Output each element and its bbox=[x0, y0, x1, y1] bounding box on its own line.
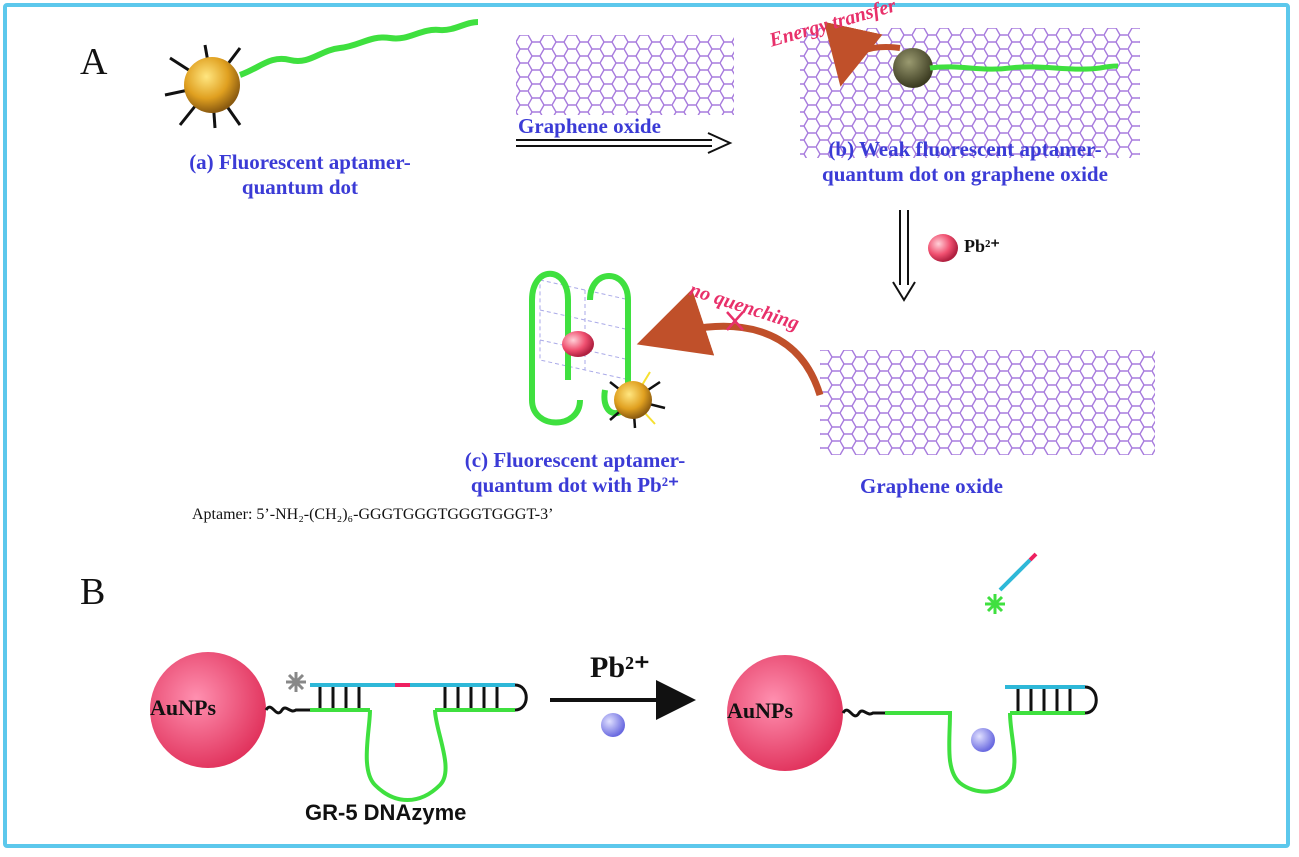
step-c-line-1: (c) Fluorescent aptamer- bbox=[464, 448, 686, 472]
aunp-right bbox=[727, 655, 843, 771]
reaction-arrow-down bbox=[892, 210, 916, 302]
dnazyme-substrate bbox=[310, 683, 528, 802]
aptamer-strand-a bbox=[238, 19, 479, 78]
step-a-line-1: (a) Fluorescent aptamer- bbox=[189, 150, 411, 174]
step-b-line-1: (b) Weak fluorescent aptamer- bbox=[828, 137, 1102, 161]
aunp-right-label: AuNPs bbox=[727, 698, 794, 723]
no-quenching-arrow bbox=[636, 289, 824, 397]
graphene-label-top: Graphene oxide bbox=[518, 114, 661, 138]
pb-ion-label-a: Pb²⁺ bbox=[964, 236, 1000, 256]
step-b-caption: (b) Weak fluorescent aptamer- quantum do… bbox=[770, 137, 1160, 187]
quantum-dot-c bbox=[609, 371, 666, 429]
fluorophore-left bbox=[286, 672, 306, 692]
cleaved-dnazyme bbox=[885, 685, 1098, 794]
panel-label-a: A bbox=[80, 41, 108, 83]
quantum-dot-a bbox=[164, 44, 242, 129]
step-b-line-2: quantum dot on graphene oxide bbox=[822, 162, 1108, 186]
step-a-caption: (a) Fluorescent aptamer- quantum dot bbox=[150, 150, 450, 200]
graphene-label-bottom: Graphene oxide bbox=[860, 474, 1003, 498]
step-c-line-2: quantum dot with Pb²⁺ bbox=[470, 473, 680, 497]
figure-frame bbox=[3, 3, 1290, 848]
linker-left bbox=[264, 705, 310, 715]
reaction-arrow-right bbox=[516, 132, 733, 154]
linker-right bbox=[841, 708, 885, 718]
cross-mark bbox=[726, 311, 744, 331]
aunp-left-label: AuNPs bbox=[150, 695, 217, 720]
g-quadruplex bbox=[529, 270, 631, 426]
aptamer-sequence: Aptamer: 5’-NH₂-(CH₂)₆-GGGTGGGTGGGTGGGT-… bbox=[192, 506, 554, 523]
step-c-caption: (c) Fluorescent aptamer- quantum dot wit… bbox=[410, 448, 740, 498]
graphene-sheet-bottom bbox=[820, 350, 1155, 455]
pb-label-b: Pb²⁺ bbox=[590, 651, 650, 684]
quenched-quantum-dot bbox=[893, 48, 1119, 88]
released-fluorophore bbox=[985, 552, 1038, 614]
graphene-sheet-top bbox=[516, 35, 734, 115]
step-a-line-2: quantum dot bbox=[241, 175, 359, 199]
aunp-left bbox=[150, 652, 266, 768]
pb-ion-a bbox=[928, 234, 958, 262]
panel-label-b: B bbox=[80, 571, 106, 613]
dnazyme-label: GR-5 DNAzyme bbox=[305, 800, 467, 825]
energy-transfer-arrow bbox=[823, 21, 901, 87]
pb-ion-b bbox=[601, 713, 625, 737]
